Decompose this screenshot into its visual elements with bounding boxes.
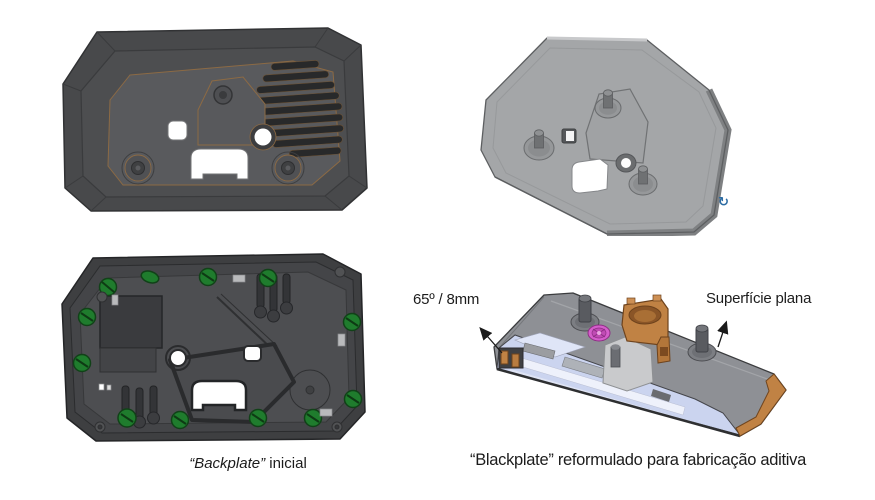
annotation-arrows	[479, 320, 729, 354]
square-hole	[561, 128, 577, 144]
arrow-surface	[717, 320, 729, 348]
screw-boss-left	[121, 151, 155, 185]
copper-edge-right	[735, 373, 787, 437]
cad-view-backplate-interior	[61, 253, 366, 442]
cad-view-blackplate-reformulated	[479, 292, 787, 438]
copper-connector	[621, 294, 671, 364]
square-cutout	[167, 120, 188, 141]
caption-left-rest: inicial	[265, 455, 307, 472]
small-tabs	[98, 274, 346, 417]
connector-cutout	[190, 379, 248, 412]
pin-left	[523, 129, 555, 161]
copper-clips-left	[498, 347, 524, 369]
green-screws	[72, 267, 363, 430]
connector-boss	[165, 342, 296, 424]
round-hole	[615, 153, 637, 173]
rotate-cursor-icon: ↻	[718, 195, 729, 210]
round-hole	[169, 349, 187, 367]
caption-blackplate-reformulado: “Blackplate” reformulado para fabricação…	[470, 451, 806, 469]
mount-post-left	[570, 294, 600, 332]
square-cutout	[243, 345, 262, 362]
corner-holes	[94, 266, 346, 433]
pin-top	[594, 89, 622, 119]
round-hole	[249, 123, 277, 151]
screw-boss-right	[271, 151, 305, 185]
center-bracket	[197, 76, 266, 146]
flat-patch	[602, 336, 654, 392]
angle-annotation-label: 65º / 8mm	[413, 291, 480, 308]
cad-view-backplate-exterior	[62, 27, 368, 212]
connector-cutout	[190, 148, 249, 180]
interior-ribs	[99, 293, 331, 411]
arrow-angle	[479, 327, 503, 354]
mount-post-right	[687, 324, 717, 362]
caption-backplate-inicial: “Backplate” inicial	[98, 455, 398, 472]
caption-left-italic: “Backplate”	[189, 455, 266, 472]
cad-view-blackplate-simplified: ↻	[480, 36, 732, 236]
pin-bottom-right	[628, 165, 658, 196]
connector-cutout	[571, 158, 609, 194]
surface-annotation-label: Superfície plana	[706, 290, 812, 307]
vent-slots	[249, 60, 344, 158]
pink-knob	[587, 324, 611, 342]
